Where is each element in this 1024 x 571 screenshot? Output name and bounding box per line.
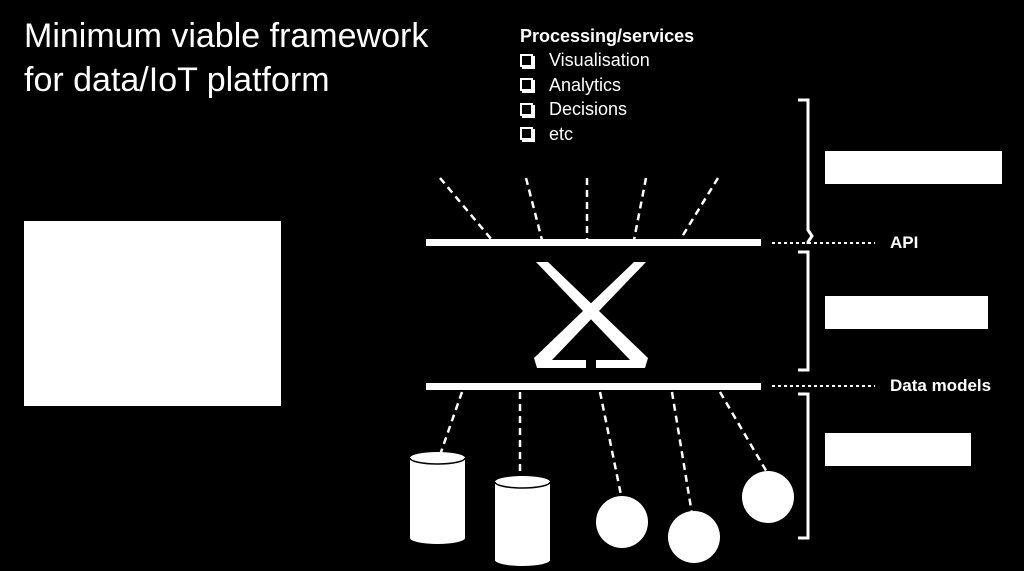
- integration-layer-box: [825, 296, 988, 329]
- brace-integration: [798, 250, 810, 372]
- brace-services: [798, 98, 814, 244]
- services-item-label: Analytics: [549, 74, 622, 95]
- services-item-label: Decisions: [549, 99, 628, 119]
- checkbox-icon: [520, 127, 533, 141]
- data-models-bar: [426, 383, 761, 390]
- api-label: API: [890, 233, 919, 252]
- service-connectors: [439, 177, 720, 241]
- data-source-connector: [598, 391, 624, 501]
- services-item-label: Visualisation: [549, 50, 650, 70]
- services-list: Processing/services Visualisation Analyt…: [520, 24, 694, 146]
- layer-braces: [798, 98, 814, 540]
- api-bar: [426, 239, 761, 246]
- service-connector: [678, 177, 720, 241]
- device-icon: [596, 496, 648, 548]
- left-panel: [24, 221, 281, 406]
- checkbox-icon: [520, 78, 533, 92]
- services-item: etc: [520, 122, 694, 147]
- database-icon: [409, 452, 466, 544]
- device-icon: [668, 511, 720, 563]
- services-item: Visualisation: [520, 48, 694, 73]
- brace-data: [798, 392, 810, 540]
- data-source-connector: [438, 391, 464, 456]
- data-source-connectors: [438, 391, 770, 515]
- service-connector: [439, 177, 493, 241]
- device-icon: [742, 471, 794, 523]
- checkbox-icon: [520, 102, 533, 116]
- services-layer-box: [825, 151, 1002, 184]
- services-item: Analytics: [520, 73, 694, 98]
- data-models-label: Data models: [890, 376, 992, 395]
- title-line-1: Minimum viable framework: [24, 17, 429, 55]
- services-heading: Processing/services: [520, 26, 695, 46]
- service-connector: [524, 177, 544, 241]
- cross-connector: [534, 262, 648, 368]
- services-item-label: etc: [549, 123, 574, 144]
- data-source-connector: [718, 391, 770, 475]
- checkbox-icon: [520, 53, 533, 67]
- database-icon: [494, 476, 551, 566]
- cross-stick-left: [534, 262, 646, 368]
- data-layer-box: [825, 433, 971, 466]
- service-connector: [632, 177, 648, 241]
- label-leaders: [772, 242, 875, 387]
- data-source-connector: [670, 391, 694, 515]
- services-item: Decisions: [520, 97, 694, 122]
- diagram-title: Minimum viable framework for data/IoT pl…: [24, 14, 428, 102]
- title-line-2: for data/IoT platform: [24, 61, 330, 99]
